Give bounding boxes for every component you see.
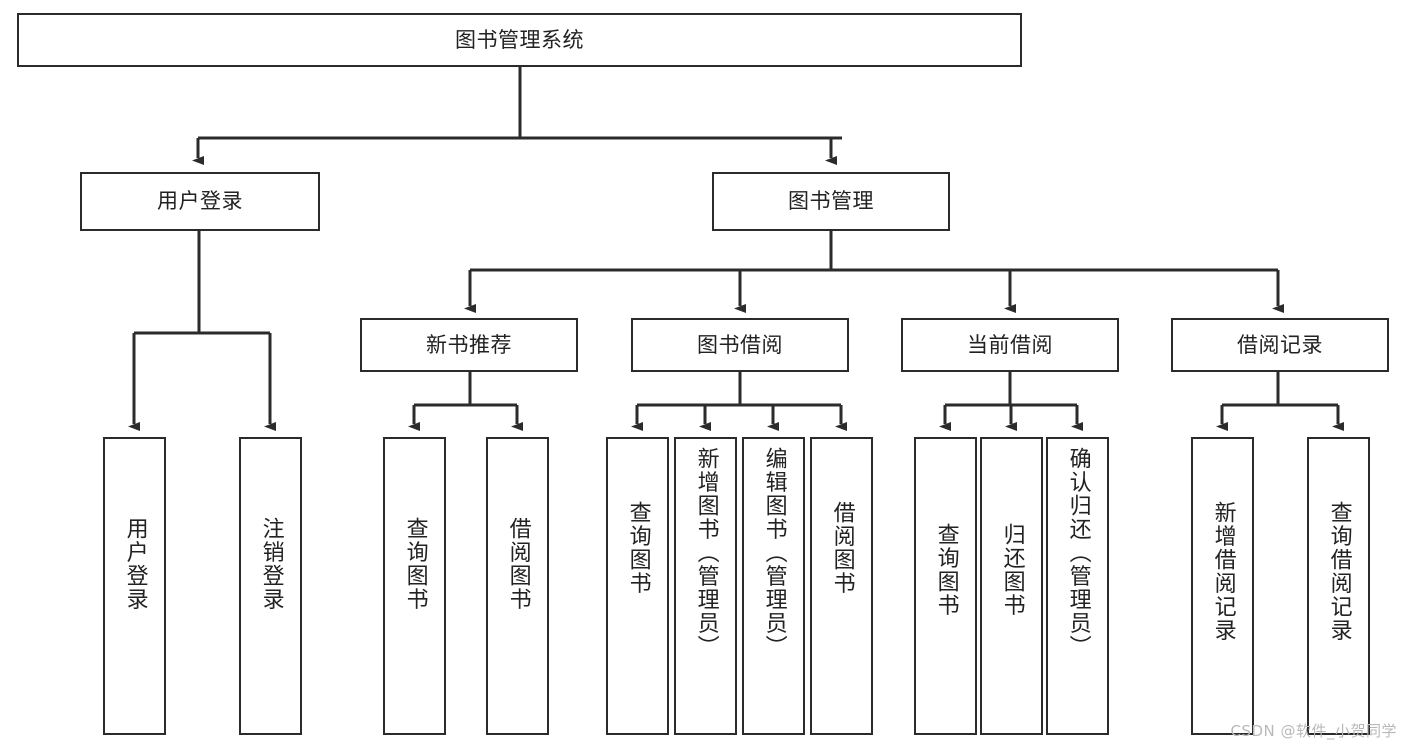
node-book-management[interactable]: 图书管理 — [712, 172, 950, 231]
leaf-newbook-borrow-book-label: 借阅图书 — [505, 517, 531, 611]
node-new-book-recommend-label: 新书推荐 — [426, 332, 512, 357]
leaf-borrowrecord-query-record-label: 查询借阅记录 — [1326, 501, 1352, 642]
leaf-bookborrow-add-book-admin[interactable]: 新增图书（管理员） — [674, 437, 737, 735]
leaf-currentborrow-confirm-return-admin-label: 确认归还（管理员） — [1065, 447, 1091, 659]
node-borrow-record[interactable]: 借阅记录 — [1171, 318, 1389, 372]
leaf-currentborrow-return-book[interactable]: 归还图书 — [980, 437, 1043, 735]
leaf-borrowrecord-query-record[interactable]: 查询借阅记录 — [1307, 437, 1370, 735]
node-user-login[interactable]: 用户登录 — [80, 172, 320, 231]
node-current-borrow-label: 当前借阅 — [967, 332, 1053, 357]
leaf-bookborrow-edit-book-admin[interactable]: 编辑图书（管理员） — [742, 437, 805, 735]
node-current-borrow[interactable]: 当前借阅 — [901, 318, 1119, 372]
leaf-user-login[interactable]: 用户登录 — [103, 437, 166, 735]
leaf-currentborrow-query-book-label: 查询图书 — [933, 523, 959, 617]
leaf-newbook-query-book[interactable]: 查询图书 — [383, 437, 446, 735]
node-root-system-label: 图书管理系统 — [455, 27, 584, 52]
node-borrow-record-label: 借阅记录 — [1237, 332, 1323, 357]
leaf-logout-label: 注销登录 — [258, 517, 284, 611]
leaf-bookborrow-add-book-admin-label: 新增图书（管理员） — [693, 447, 719, 659]
leaf-currentborrow-query-book[interactable]: 查询图书 — [914, 437, 977, 735]
leaf-bookborrow-query-book[interactable]: 查询图书 — [606, 437, 669, 735]
leaf-logout[interactable]: 注销登录 — [239, 437, 302, 735]
node-root-system[interactable]: 图书管理系统 — [17, 13, 1022, 67]
node-book-management-label: 图书管理 — [788, 189, 874, 214]
leaf-currentborrow-confirm-return-admin[interactable]: 确认归还（管理员） — [1046, 437, 1109, 735]
leaf-bookborrow-borrow-book-label: 借阅图书 — [829, 501, 855, 595]
leaf-bookborrow-edit-book-admin-label: 编辑图书（管理员） — [761, 447, 787, 659]
leaf-currentborrow-return-book-label: 归还图书 — [999, 523, 1025, 617]
leaf-bookborrow-borrow-book[interactable]: 借阅图书 — [810, 437, 873, 735]
leaf-borrowrecord-add-record-label: 新增借阅记录 — [1210, 501, 1236, 642]
node-new-book-recommend[interactable]: 新书推荐 — [360, 318, 578, 372]
node-user-login-label: 用户登录 — [157, 189, 243, 214]
leaf-borrowrecord-add-record[interactable]: 新增借阅记录 — [1191, 437, 1254, 735]
node-book-borrow-label: 图书借阅 — [697, 332, 783, 357]
leaf-newbook-query-book-label: 查询图书 — [402, 517, 428, 611]
leaf-user-login-label: 用户登录 — [122, 517, 148, 611]
leaf-newbook-borrow-book[interactable]: 借阅图书 — [486, 437, 549, 735]
leaf-bookborrow-query-book-label: 查询图书 — [625, 501, 651, 595]
node-book-borrow[interactable]: 图书借阅 — [631, 318, 849, 372]
